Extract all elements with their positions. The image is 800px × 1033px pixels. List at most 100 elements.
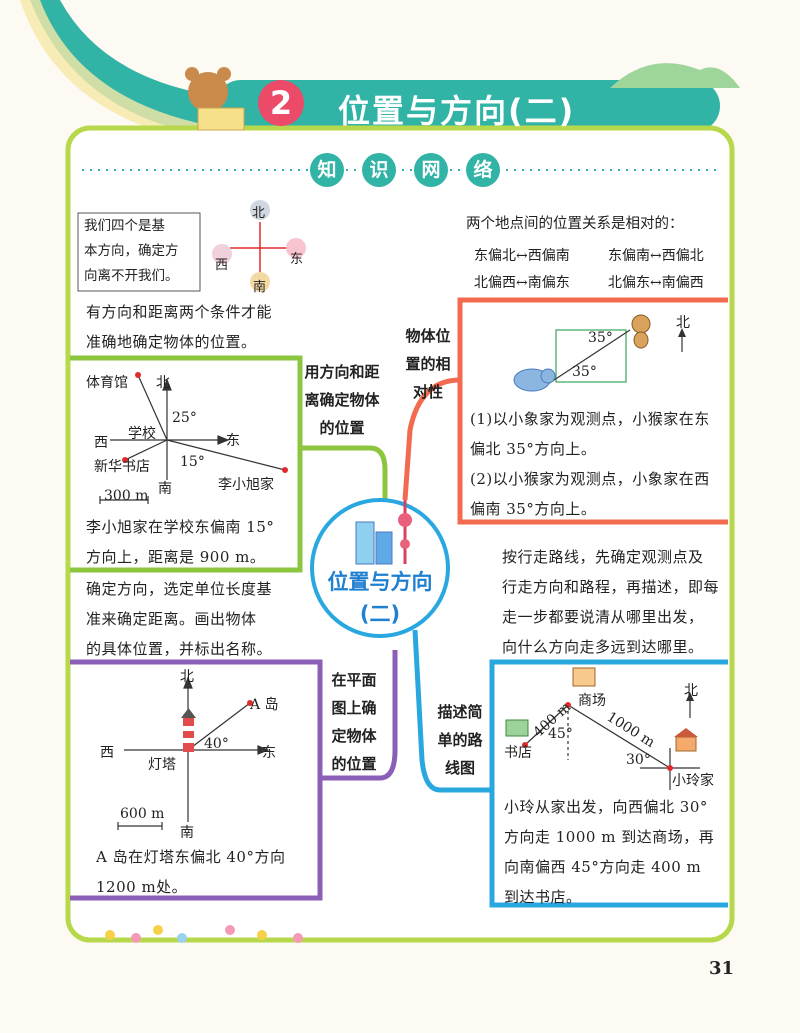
title-line: 用方向和距 — [304, 363, 380, 381]
home-label: 小玲家 — [672, 773, 714, 789]
chapter-number: 2 — [258, 80, 304, 126]
relative-diagram-box — [555, 329, 627, 383]
desc-line: 李小旭家在学校东偏南 15° — [86, 518, 275, 536]
four-directions-cross — [230, 222, 288, 276]
east-label: 东 — [226, 433, 240, 449]
desc-line: 小玲从家出发，向西偏北 30° — [504, 798, 708, 816]
section-title-char-1: 知 — [310, 153, 344, 187]
rabbit-icon — [212, 244, 232, 264]
section-title-char-3: 网 — [414, 153, 448, 187]
scale-label: 300 m — [104, 488, 149, 504]
west-label: 西 — [94, 435, 108, 451]
desc-line: A 岛在灯塔东偏北 40°方向 — [96, 848, 286, 866]
bubble-line: 我们四个是基 — [84, 218, 165, 234]
bubble-line: 本方向，确定方 — [84, 243, 179, 259]
desc-line: 方向上，距离是 900 m。 — [86, 548, 266, 566]
section-title-char-2: 识 — [362, 153, 396, 187]
desc-line: 偏南 35°方向上。 — [470, 500, 597, 518]
title-line: 的位置 — [319, 419, 365, 437]
branch4-description: 小玲从家出发，向西偏北 30° 方向走 1000 m 到达商场，再 向南偏西 4… — [504, 792, 714, 912]
dir-east-label: 东 — [290, 252, 304, 267]
angle-label: 30° — [626, 752, 651, 768]
branch2-description: (1)以小象家为观测点，小猴家在东 偏北 35°方向上。 (2)以小猴家为观测点… — [470, 404, 710, 524]
scale-label: 600 m — [120, 806, 165, 822]
west-label: 西 — [100, 745, 114, 761]
branch1-description: 李小旭家在学校东偏南 15° 方向上，距离是 900 m。 — [86, 512, 274, 572]
relative-intro: 两个地点间的位置关系是相对的： — [466, 216, 684, 232]
title-line: 离确定物体 — [304, 391, 380, 409]
mall-icon — [572, 667, 596, 687]
angle-label: 35° — [572, 364, 597, 380]
branch2-title: 物体位 置的相 对性 — [396, 322, 460, 406]
bear-reading-icon — [185, 67, 245, 131]
angle-label: 25° — [172, 410, 197, 426]
bookstore-label: 书店 — [504, 745, 532, 761]
note-line: 准来确定距离。画出物体 — [86, 610, 257, 628]
mall-label: 商场 — [578, 693, 606, 709]
center-circle — [310, 498, 450, 638]
title-line: 在平面 — [331, 671, 377, 689]
note-line: 按行走路线，先确定观测点及 — [502, 548, 704, 566]
north-label: 北 — [676, 315, 690, 331]
note-line: 的具体位置，并标出名称。 — [86, 640, 273, 658]
dir-north-label: 北 — [252, 206, 266, 221]
title-line: 的位置 — [331, 755, 377, 773]
note-line: 有方向和距离两个条件才能 — [86, 303, 273, 321]
south-label: 南 — [158, 481, 172, 497]
desc-line: 1200 m处。 — [96, 878, 188, 896]
pair-2: 东偏南↔西偏北 — [608, 248, 704, 264]
section-title-char-4: 络 — [466, 153, 500, 187]
bubble-line: 向离不开我们。 — [84, 268, 179, 284]
south-label: 南 — [180, 825, 194, 841]
title-line: 描述简 — [437, 703, 483, 721]
desc-line: 到达书店。 — [504, 888, 582, 906]
school-diagram — [99, 374, 286, 504]
north-label: 北 — [156, 375, 170, 391]
dir-west-label: 西 — [215, 258, 229, 273]
pair-3: 北偏西↔南偏东 — [474, 275, 570, 291]
note-line: 向什么方向走多远到达哪里。 — [502, 638, 704, 656]
branch3-description: A 岛在灯塔东偏北 40°方向 1200 m处。 — [96, 842, 285, 902]
direction-distance-note: 有方向和距离两个条件才能 准确地确定物体的位置。 — [86, 297, 272, 357]
page-title: 位置与方向(二) — [338, 92, 576, 130]
title-line: 单的路 — [437, 731, 483, 749]
note-line: 确定方向，选定单位长度基 — [86, 580, 273, 598]
middle-right-note: 按行走路线，先确定观测点及 行走方向和路程，再描述，即每 走一步都要说清从哪里出… — [502, 542, 719, 662]
elephant-icon — [513, 368, 556, 392]
pair-4: 北偏东↔南偏西 — [608, 275, 704, 291]
flowers-decoration — [105, 925, 303, 943]
branch2-box — [457, 297, 728, 525]
note-line: 准确地确定物体的位置。 — [86, 333, 257, 351]
city-buildings-icon — [355, 500, 412, 565]
monkey-icon — [631, 314, 651, 349]
branch1-title: 用方向和距 离确定物体 的位置 — [300, 358, 384, 442]
desc-line: (2)以小猴家为观测点，小象家在西 — [470, 470, 710, 488]
elephant-small-icon — [286, 238, 306, 258]
angle-label: 35° — [588, 330, 613, 346]
middle-left-note: 确定方向，选定单位长度基 准来确定距离。画出物体 的具体位置，并标出名称。 — [86, 574, 272, 664]
hills-decoration — [610, 63, 740, 88]
north-label: 北 — [180, 669, 194, 685]
desc-line: 方向走 1000 m 到达商场，再 — [504, 828, 715, 846]
gym-label: 体育馆 — [86, 375, 128, 391]
angle-label: 15° — [180, 454, 205, 470]
north-label: 北 — [684, 683, 698, 699]
cat-icon — [250, 272, 270, 292]
bookstore-label: 新华书店 — [94, 459, 150, 475]
dog-icon — [250, 200, 270, 220]
center-title: 位置与方向 — [327, 570, 433, 594]
dir-south-label: 南 — [253, 280, 267, 295]
branch4-box — [489, 659, 728, 908]
speech-bubble: 我们四个是基 本方向，确定方 向离不开我们。 — [84, 214, 179, 289]
title-line: 物体位 — [405, 327, 451, 345]
lighthouse-icon — [181, 708, 196, 752]
home-label: 李小旭家 — [218, 477, 274, 493]
title-line: 定物体 — [331, 727, 377, 745]
lighthouse-label: 灯塔 — [148, 757, 176, 773]
angle-label: 45° — [548, 726, 573, 742]
header-bar — [215, 80, 720, 132]
title-line: 线图 — [444, 759, 475, 777]
branch1-box — [70, 355, 303, 573]
desc-line: 向南偏西 45°方向走 400 m — [504, 858, 702, 876]
